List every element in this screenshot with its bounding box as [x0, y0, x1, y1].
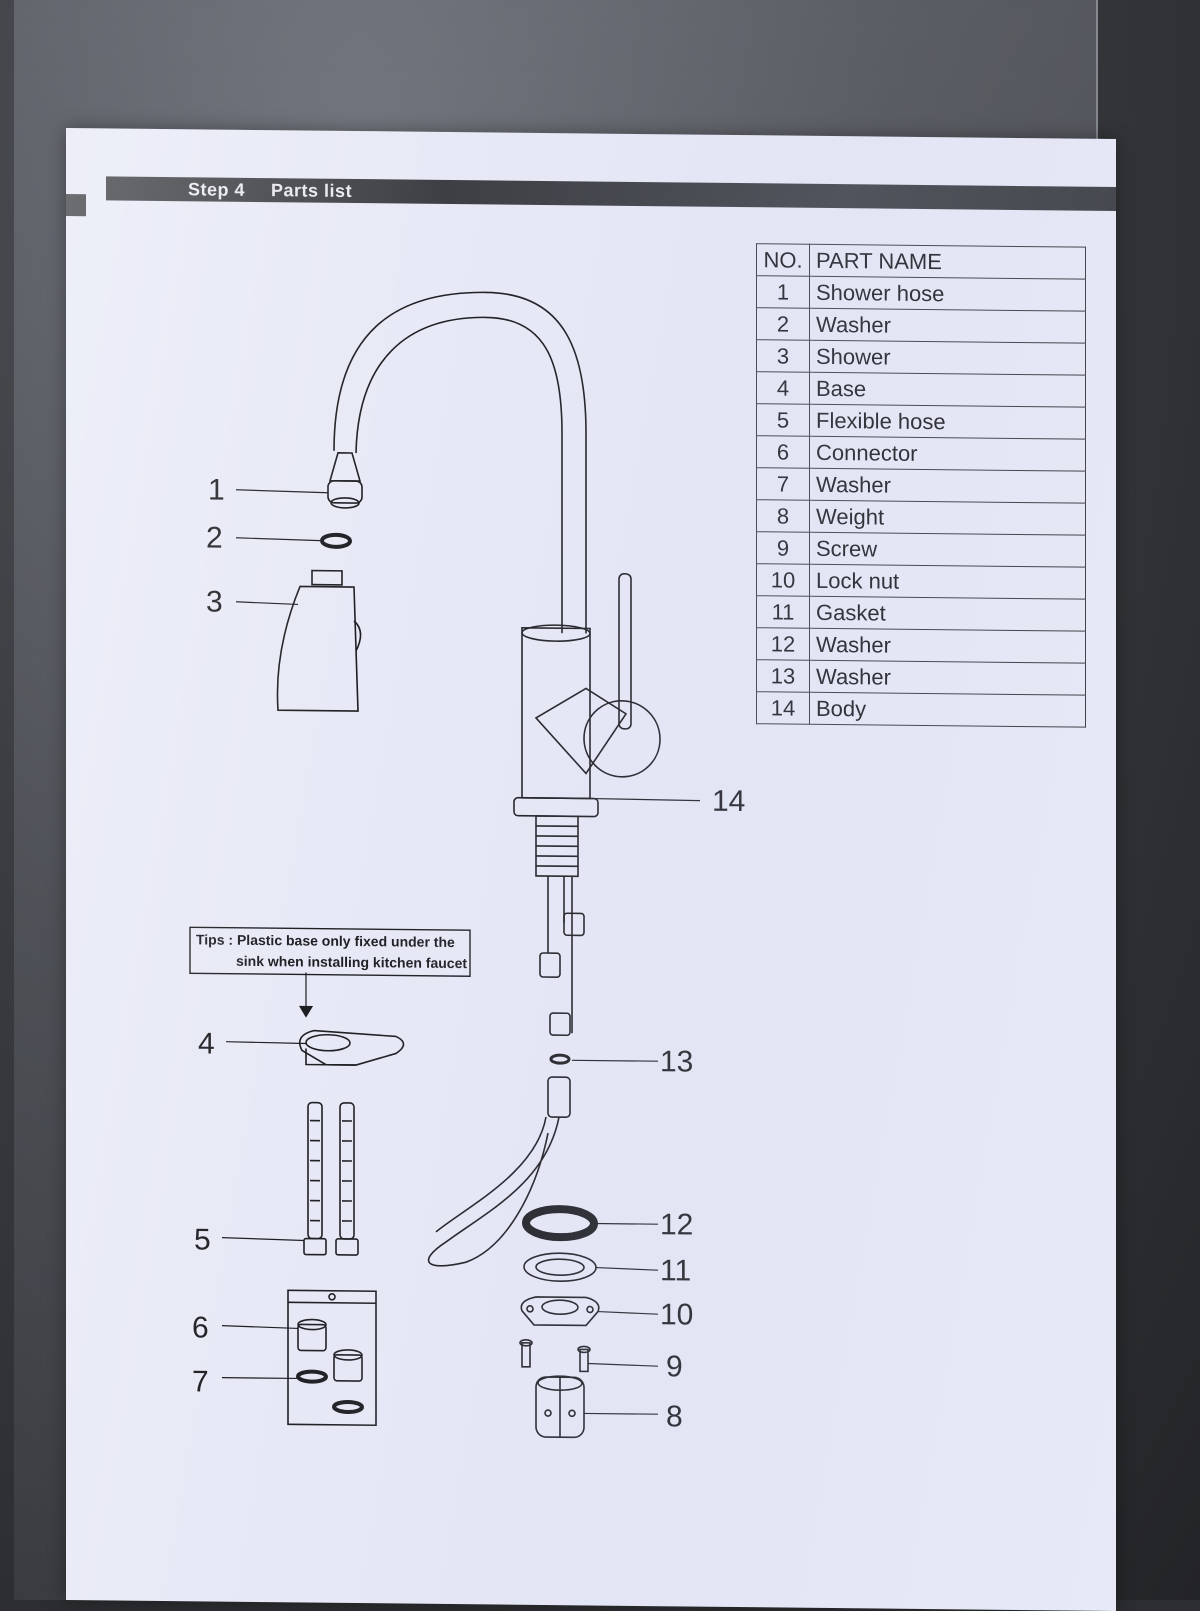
gasket-drawing	[523, 1252, 597, 1282]
faucet-body-drawing	[513, 573, 661, 1037]
callout-14: 14	[712, 785, 745, 818]
washer-2-drawing	[320, 532, 352, 549]
callout-11: 11	[660, 1254, 691, 1287]
washer-13-drawing	[549, 1053, 571, 1065]
callout-numbers: 1 2 3 4 5 6 7 8 9 10 11 12 13 14	[192, 473, 745, 1433]
plastic-base-drawing	[298, 1029, 405, 1066]
faucet-spout-drawing	[333, 291, 587, 634]
callout-7: 7	[192, 1365, 209, 1398]
weight-drawing	[535, 1375, 585, 1439]
callout-1: 1	[208, 473, 225, 506]
callout-2: 2	[206, 521, 223, 554]
tips-box: Tips : Plastic base only fixed under the…	[189, 926, 471, 977]
callout-3: 3	[206, 585, 223, 618]
flexible-hoses-drawing	[303, 1101, 359, 1256]
callout-8: 8	[666, 1400, 683, 1433]
pull-hose-drawing	[427, 1076, 571, 1267]
faucet-exploded-diagram: Tips : Plastic base only fixed under the…	[189, 291, 745, 1439]
screws-drawing	[519, 1339, 591, 1373]
shower-head-drawing	[276, 569, 362, 712]
callout-12: 12	[660, 1208, 693, 1241]
leader-lines	[221, 489, 701, 1415]
callout-5: 5	[194, 1223, 211, 1256]
callout-10: 10	[660, 1298, 693, 1331]
callout-6: 6	[192, 1311, 209, 1344]
shower-hose-drawing	[327, 452, 363, 509]
connector-bag-drawing	[287, 1289, 377, 1427]
washer-12-drawing	[522, 1205, 598, 1242]
tips-line-2: sink when installing kitchen faucet	[236, 953, 467, 971]
lock-nut-drawing	[520, 1296, 600, 1327]
callout-13: 13	[660, 1045, 693, 1078]
tips-line-1: Tips : Plastic base only fixed under the	[196, 931, 455, 950]
callout-4: 4	[198, 1027, 215, 1060]
callout-9: 9	[666, 1350, 683, 1383]
